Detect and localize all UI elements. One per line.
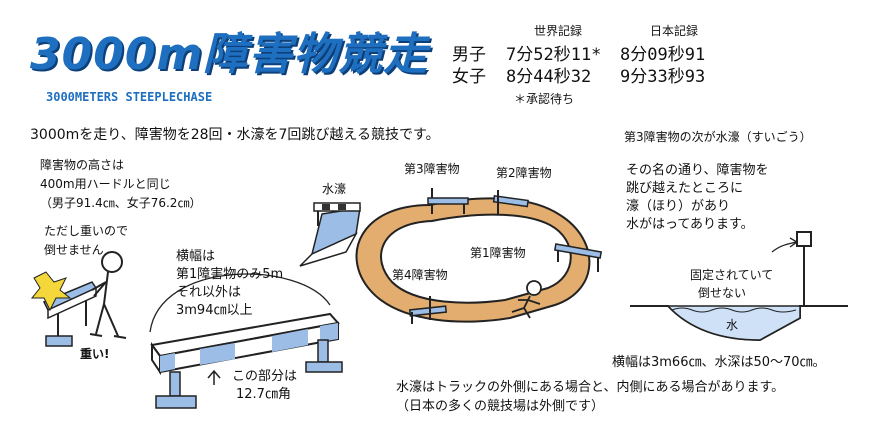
- label-hurdle-4: 第4障害物: [392, 268, 448, 282]
- heavy-exclaim: 重い!: [80, 347, 110, 361]
- hurdle-height-line: 400m用ハードルと同じ: [40, 177, 171, 191]
- track-hurdle-3: [427, 188, 469, 214]
- label-hurdle-2: 第2障害物: [496, 166, 552, 180]
- record-row-label: 男子: [452, 45, 486, 65]
- width-note-line: それ以外は: [176, 285, 242, 300]
- water-cross-section: [630, 231, 848, 342]
- record-row-world: 7分52秒11*: [506, 45, 602, 65]
- record-row-japan: 9分33秒93: [620, 67, 706, 87]
- heavy-note-line: 倒せません: [44, 243, 104, 257]
- record-note: ＊承認待ち: [514, 92, 575, 106]
- label-hurdle-3: 第3障害物: [404, 162, 460, 176]
- record-row-japan: 8分09秒91: [620, 45, 706, 65]
- track-hurdle-2: [492, 190, 529, 214]
- label-hurdle-1: 第1障害物: [470, 246, 526, 260]
- water-jump-title: 第3障害物の次が水濠（すいごう）: [624, 130, 812, 144]
- track-hurdle-1: [553, 243, 603, 272]
- page-subtitle: 3000METERS STEEPLECHASE: [46, 90, 213, 104]
- water-label: 水: [726, 318, 739, 332]
- fixed-note-line: 倒せない: [698, 286, 747, 300]
- small-hurdle: [30, 271, 98, 347]
- record-row-world: 8分44秒32: [506, 67, 592, 87]
- label-water: 水濠: [322, 182, 347, 196]
- page-title: 3000m障害物競走: [30, 29, 429, 80]
- part-note-line: 12.7㎝角: [236, 387, 291, 402]
- hurdle-height-line: 障害物の高さは: [40, 158, 125, 172]
- intro-text: 3000mを走り、障害物を28回・水濠を7回跳び越える競技です。: [30, 127, 440, 143]
- pushing-figure: [89, 251, 127, 339]
- water-desc-line: 跳び越えたところに: [626, 181, 744, 196]
- width-note-line: 3m94㎝以上: [176, 303, 253, 318]
- bottom-note-line: （日本の多くの競技場は外側です）: [396, 399, 605, 414]
- record-row-label: 女子: [452, 67, 486, 87]
- japan-record-header: 日本記録: [650, 24, 699, 38]
- water-desc-line: その名の通り、障害物を: [626, 163, 769, 178]
- water-desc-line: 水がはってあります。: [626, 217, 754, 232]
- water-jump-icon: [299, 202, 361, 267]
- width-note-line: 横幅は: [176, 249, 216, 264]
- bottom-note-line: 水濠はトラックの外側にある場合と、内側にある場合があります。: [396, 380, 785, 395]
- fixed-note-line: 固定されていて: [690, 268, 774, 282]
- hurdle-height-line: （男子91.4㎝、女子76.2㎝）: [40, 196, 202, 210]
- water-dimensions: 横幅は3m66㎝、水深は50～70㎝。: [612, 355, 826, 370]
- width-note-line: 第1障害物のみ5m: [176, 267, 284, 282]
- world-record-header: 世界記録: [534, 24, 583, 38]
- part-note-line: この部分は: [232, 369, 298, 384]
- big-hurdle: [149, 273, 343, 409]
- water-desc-line: 濠（ほり）があり: [626, 199, 731, 214]
- track-hurdle-4: [408, 296, 448, 324]
- heavy-note-line: ただし重いので: [44, 224, 129, 238]
- runner-figure: [511, 280, 542, 319]
